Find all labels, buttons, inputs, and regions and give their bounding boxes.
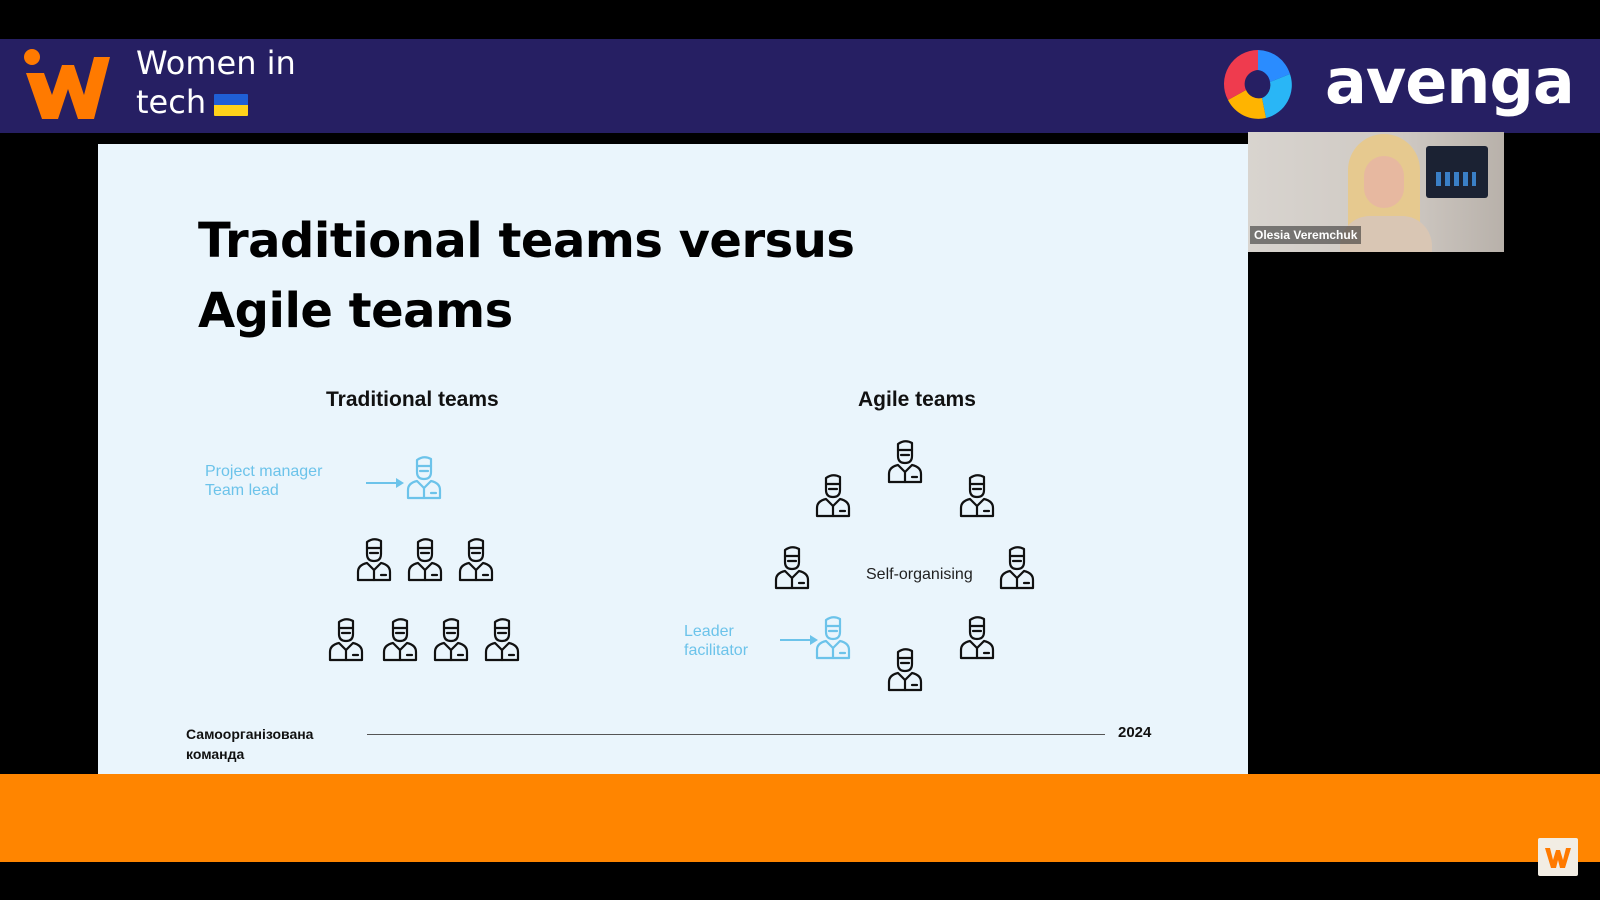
avenga-logo-icon [1218, 44, 1298, 124]
ukraine-flag-icon [214, 94, 249, 116]
person-icon [957, 614, 997, 660]
speaker-face [1364, 156, 1404, 208]
manager-label-line-2: Team lead [205, 482, 279, 499]
person-icon [772, 544, 812, 590]
brand-header [0, 39, 1600, 133]
video-background-screen [1426, 146, 1488, 198]
timeline-year: 2024 [1118, 724, 1152, 741]
footer-bar [0, 774, 1600, 862]
self-organising-label: Self-organising [866, 566, 973, 583]
slide-title-line-1: Traditional teams versus [198, 213, 855, 269]
person-icon [885, 646, 925, 692]
person-icon [482, 616, 522, 662]
leader-label-line-1: Leader [684, 623, 734, 640]
slide-title-line-2: Agile teams [198, 283, 513, 339]
participant-name-label: Olesia Veremchuk [1250, 226, 1362, 244]
timeline-label-line-1: Самоорганізована [186, 726, 314, 742]
slide-title: Traditional teams versus Agile teams [198, 206, 855, 346]
speaker-video-tile[interactable]: Olesia Veremchuk [1248, 132, 1504, 252]
person-icon [405, 536, 445, 582]
wordmark-line-1: Women in [136, 44, 296, 82]
leader-label-line-2: facilitator [684, 642, 749, 659]
person-icon [326, 616, 366, 662]
person-icon [957, 472, 997, 518]
person-icon [456, 536, 496, 582]
agile-teams-heading: Agile teams [858, 388, 976, 411]
women-in-tech-logo-icon [22, 45, 114, 125]
person-icon [431, 616, 471, 662]
project-manager-label: Project manager Team lead [205, 462, 322, 500]
manager-arrow-icon [366, 478, 404, 488]
person-icon [354, 536, 394, 582]
women-in-tech-wordmark: Women in tech [136, 44, 296, 122]
bottom-letterbox [0, 862, 1600, 900]
person-icon [997, 544, 1037, 590]
timeline-label: Самоорганізована команда [186, 724, 313, 764]
leader-arrow-icon [780, 635, 818, 645]
timeline-label-line-2: команда [186, 746, 245, 762]
top-letterbox [0, 0, 1600, 39]
team-lead-person-icon [404, 454, 444, 500]
leader-person-icon [813, 614, 853, 660]
women-in-tech-badge-icon [1538, 838, 1578, 876]
avenga-wordmark: avenga [1325, 45, 1575, 118]
wordmark-line-2: tech [136, 83, 207, 121]
presentation-slide: Traditional teams versus Agile teams Tra… [98, 144, 1248, 774]
person-icon [380, 616, 420, 662]
person-icon [885, 438, 925, 484]
person-icon [813, 472, 853, 518]
leader-facilitator-label: Leader facilitator [684, 622, 748, 660]
timeline-line [367, 734, 1105, 735]
manager-label-line-1: Project manager [205, 463, 323, 480]
traditional-teams-heading: Traditional teams [326, 388, 499, 411]
